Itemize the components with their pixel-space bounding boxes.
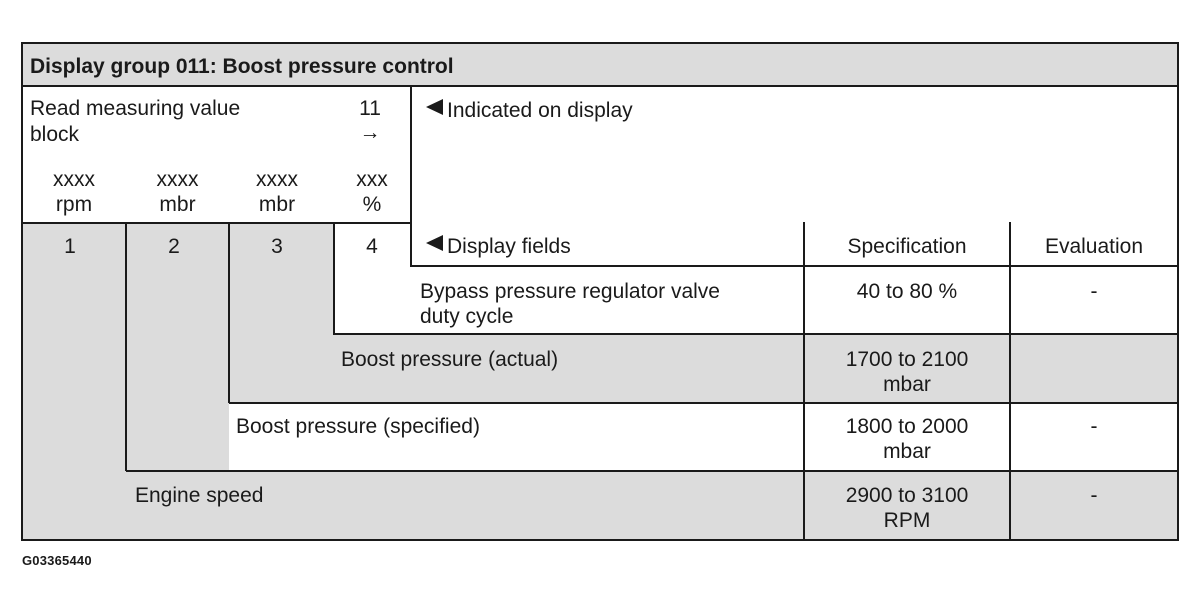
row-specified-eval: - xyxy=(1090,415,1098,438)
row-engine-spec-line2: RPM xyxy=(883,509,931,532)
figure-reference: G03365440 xyxy=(22,553,92,568)
read-block-right-line xyxy=(410,86,412,267)
title-divider xyxy=(22,85,1178,87)
evaluation-header: Evaluation xyxy=(1044,235,1144,258)
field-number-2: 2 xyxy=(168,235,180,258)
frame-bottom xyxy=(22,539,1179,541)
row-4-bottom xyxy=(334,333,1178,335)
field-number-3: 3 xyxy=(271,235,283,258)
header-row-bottom xyxy=(411,265,1178,267)
row-engine-eval: - xyxy=(1090,484,1098,507)
column-2-separator xyxy=(228,223,230,403)
group-number: 11 xyxy=(359,97,381,120)
field-4-placeholder-value: xxx xyxy=(356,168,388,191)
specification-header: Specification xyxy=(847,235,967,258)
display-fields-header-text: Display fields xyxy=(447,235,571,258)
read-block-label-line2: block xyxy=(30,123,80,146)
title-bar-fill xyxy=(22,43,1178,86)
indicated-on-display-text: Indicated on display xyxy=(447,99,633,122)
field-3-placeholder-unit: mbr xyxy=(258,193,296,216)
frame-right xyxy=(1177,42,1179,541)
row-bypass-spec: 40 to 80 % xyxy=(856,280,958,303)
row-actual-label: Boost pressure (actual) xyxy=(341,348,559,371)
display-fields-header: Display fields xyxy=(426,234,571,259)
field-1-placeholder-unit: rpm xyxy=(55,193,93,216)
frame-top xyxy=(22,42,1179,44)
column-3-separator xyxy=(333,223,335,335)
row-3-bottom xyxy=(229,402,1178,404)
indicated-on-display-label: Indicated on display xyxy=(426,98,633,123)
read-block-label-line1: Read measuring value xyxy=(30,97,241,120)
row-actual-fill xyxy=(229,335,1178,403)
frame-left xyxy=(21,42,23,541)
field-4-placeholder-unit: % xyxy=(362,193,382,216)
specification-left-line xyxy=(803,222,805,540)
field-3-placeholder-value: xxxx xyxy=(256,168,298,191)
read-block-bottom-line xyxy=(22,222,411,224)
evaluation-left-line xyxy=(1009,222,1011,540)
field-2-placeholder-value: xxxx xyxy=(156,168,199,191)
column-2-fill xyxy=(126,223,229,471)
row-bypass-label-line2: duty cycle xyxy=(420,305,514,328)
row-specified-spec-line1: 1800 to 2000 xyxy=(845,415,969,438)
field-number-4: 4 xyxy=(366,235,378,258)
row-bypass-eval: - xyxy=(1090,280,1098,303)
row-specified-spec-line2: mbar xyxy=(883,440,931,463)
row-specified-label: Boost pressure (specified) xyxy=(236,415,480,438)
row-actual-spec-line2: mbar xyxy=(883,373,931,396)
arrow-right-icon: → xyxy=(359,121,381,144)
row-engine-label: Engine speed xyxy=(135,484,264,507)
left-pointing-triangle-icon xyxy=(426,99,443,115)
row-engine-spec-line1: 2900 to 3100 xyxy=(845,484,969,507)
field-2-placeholder-unit: mbr xyxy=(159,193,196,216)
field-number-1: 1 xyxy=(64,235,76,258)
field-1-placeholder-value: xxxx xyxy=(53,168,95,191)
display-group-title: Display group 011: Boost pressure contro… xyxy=(30,55,454,78)
row-actual-spec-line1: 1700 to 2100 xyxy=(845,348,969,371)
row-engine-fill xyxy=(22,471,1178,540)
left-pointing-triangle-icon xyxy=(426,235,443,251)
row-bypass-label-line1: Bypass pressure regulator valve xyxy=(420,280,720,303)
row-2-bottom xyxy=(126,470,1178,472)
column-1-separator xyxy=(125,223,127,471)
